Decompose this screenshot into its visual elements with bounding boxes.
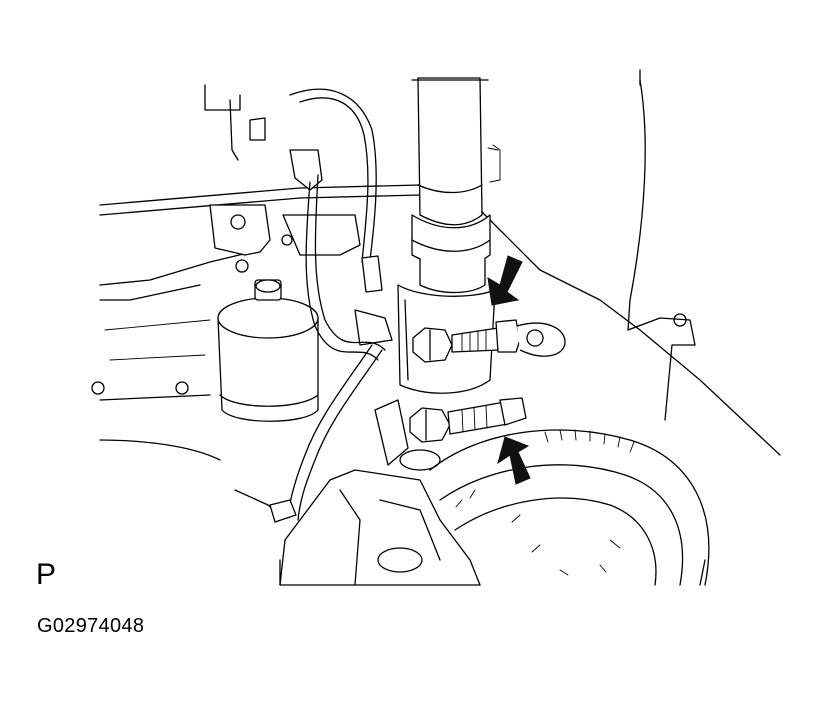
arrow-down-left-icon [488, 256, 522, 305]
shock-absorber [218, 280, 318, 421]
view-marker-label: P [36, 558, 57, 591]
brake-caliper [280, 400, 480, 585]
lower-bolt [410, 398, 526, 442]
upper-bolt [413, 320, 565, 362]
callout-arrow-upper [488, 256, 522, 305]
vehicle-body-outline [100, 70, 780, 515]
brake-disc [430, 430, 709, 585]
figure-code-label: G02974048 [37, 615, 145, 637]
mount-bracket [92, 205, 360, 394]
arrow-up-left-icon [498, 437, 530, 484]
brake-hose [270, 89, 392, 522]
callout-arrow-lower [498, 437, 530, 484]
